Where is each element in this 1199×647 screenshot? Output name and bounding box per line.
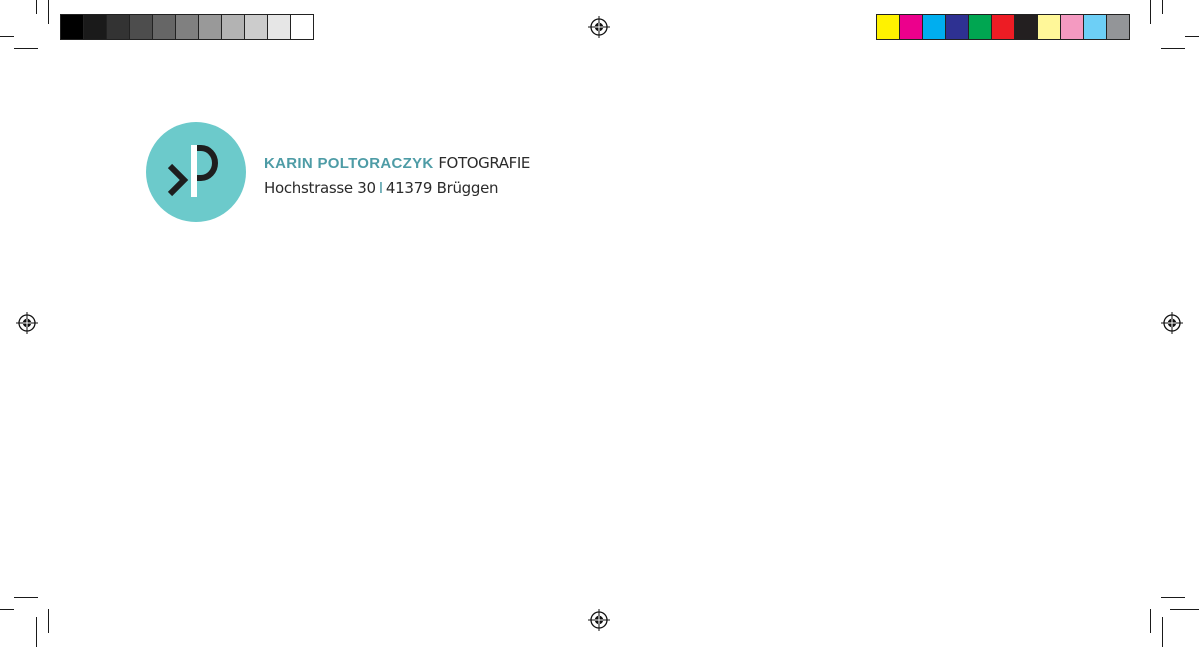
- gray-swatch: [176, 15, 199, 39]
- color-swatch: [923, 15, 946, 39]
- company-suffix: FOTOGRAFIE: [438, 154, 530, 172]
- gray-swatch: [61, 15, 84, 39]
- gray-swatch: [130, 15, 153, 39]
- kp-monogram-icon: [146, 122, 246, 222]
- crop-mark-bottom-left-h2: [0, 609, 14, 610]
- gray-swatch: [153, 15, 176, 39]
- crop-mark-top-right-v2: [1162, 0, 1163, 14]
- color-swatch: [1107, 15, 1129, 39]
- color-swatch: [877, 15, 900, 39]
- color-bar: [876, 14, 1130, 40]
- gray-swatch: [268, 15, 291, 39]
- crop-mark-bottom-right-v: [1150, 609, 1151, 633]
- registration-mark-icon: [16, 312, 38, 334]
- gray-swatch: [107, 15, 130, 39]
- color-swatch: [1038, 15, 1061, 39]
- gray-swatch: [291, 15, 313, 39]
- gray-swatch: [245, 15, 268, 39]
- gray-swatch: [84, 15, 107, 39]
- address-separator: I: [378, 179, 383, 197]
- color-swatch: [992, 15, 1015, 39]
- registration-mark-icon: [588, 609, 610, 631]
- crop-mark-top-left-v: [48, 0, 49, 24]
- crop-mark-bottom-right-h2: [1170, 609, 1199, 610]
- crop-mark-top-left-h2: [0, 36, 14, 37]
- color-swatch: [1061, 15, 1084, 39]
- crop-mark-top-left-v2: [36, 0, 37, 14]
- crop-mark-bottom-left-h: [14, 597, 38, 598]
- crop-mark-top-right-h2: [1185, 36, 1199, 37]
- color-swatch: [1084, 15, 1107, 39]
- contact-block: KARIN POLTORACZYK FOTOGRAFIE Hochstrasse…: [264, 151, 530, 201]
- crop-mark-bottom-right-h: [1161, 597, 1185, 598]
- city-address: 41379 Brüggen: [385, 179, 499, 197]
- crop-mark-top-right-h: [1161, 48, 1185, 49]
- color-swatch: [900, 15, 923, 39]
- company-line: KARIN POLTORACZYK FOTOGRAFIE: [264, 151, 530, 176]
- color-swatch: [969, 15, 992, 39]
- crop-mark-top-left-h: [14, 48, 38, 49]
- crop-mark-bottom-right-v2: [1162, 617, 1163, 647]
- crop-mark-top-right-v: [1150, 0, 1151, 24]
- street-address: Hochstrasse 30: [264, 179, 376, 197]
- registration-mark-icon: [588, 16, 610, 38]
- color-swatch: [946, 15, 969, 39]
- crop-mark-bottom-left-v2: [36, 617, 37, 647]
- crop-mark-bottom-left-v: [48, 609, 49, 633]
- grayscale-bar: [60, 14, 314, 40]
- gray-swatch: [199, 15, 222, 39]
- color-swatch: [1015, 15, 1038, 39]
- registration-mark-icon: [1161, 312, 1183, 334]
- gray-swatch: [222, 15, 245, 39]
- company-name: KARIN POLTORACZYK: [264, 155, 434, 172]
